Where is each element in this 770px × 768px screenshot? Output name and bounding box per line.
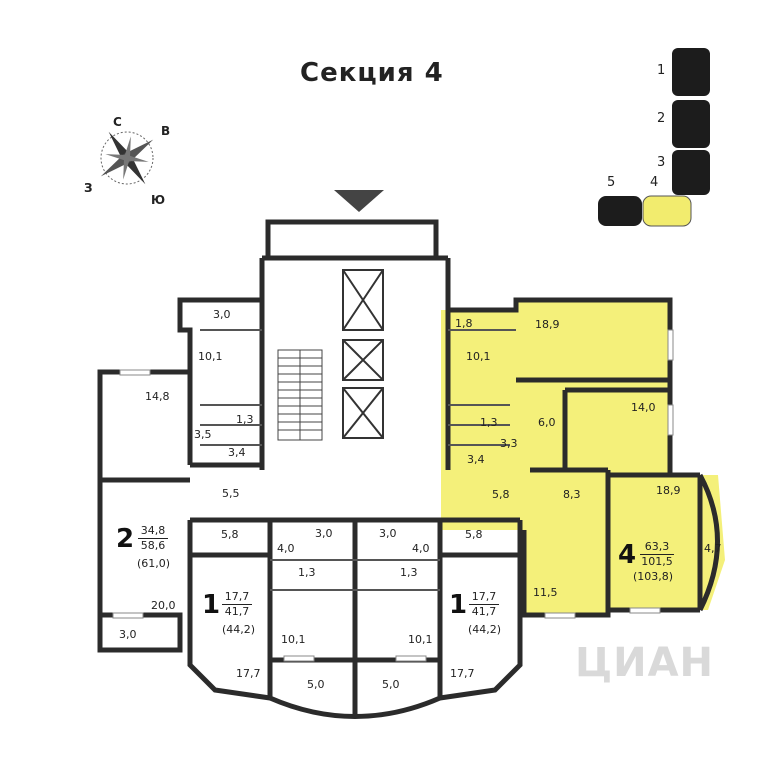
section-label-4: 4 (650, 175, 659, 190)
room-area: 4,7 (704, 542, 722, 555)
room-area: 10,1 (281, 633, 306, 646)
room-area: 5,8 (465, 528, 483, 541)
room-area: 5,5 (222, 487, 240, 500)
apartment-4-areas: 63,3 101,5 (640, 540, 674, 569)
apartment-1-left-total-alt: (44,2) (222, 623, 256, 636)
apartment-4-total: 101,5 (641, 555, 673, 568)
apartment-2-total-alt: (61,0) (137, 557, 171, 570)
apartment-4-rooms: 4 (618, 540, 637, 570)
room-area: 5,8 (221, 528, 239, 541)
room-area: 4,0 (412, 542, 430, 555)
apartment-1-right-areas: 17,7 41,7 (469, 590, 499, 619)
room-area: 4,0 (277, 542, 295, 555)
elevators (342, 269, 384, 439)
apartment-1-right-rooms: 1 (449, 590, 468, 620)
room-area: 11,5 (533, 586, 558, 599)
section-label-1: 1 (657, 63, 666, 78)
room-area: 14,0 (631, 401, 656, 414)
apartment-1-right-total: 41,7 (471, 605, 497, 618)
compass-east-label: В (161, 124, 171, 138)
apartment-1-right-living: 17,7 (469, 590, 499, 605)
apartment-1-left-areas: 17,7 41,7 (222, 590, 252, 619)
apartment-1-right-total-alt: (44,2) (468, 623, 502, 636)
apartment-1-left-living: 17,7 (222, 590, 252, 605)
walls (97, 219, 720, 719)
room-area: 5,0 (307, 678, 325, 691)
room-area: 18,9 (535, 318, 560, 331)
apartment-4-total-alt: (103,8) (633, 570, 674, 583)
section-key-map (598, 48, 710, 227)
room-area: 17,7 (236, 667, 261, 680)
watermark: ЦИАН (575, 640, 715, 686)
room-area: 10,1 (466, 350, 491, 363)
room-area: 1,3 (298, 566, 316, 579)
room-area: 3,0 (213, 308, 231, 321)
section-label-3: 3 (657, 155, 666, 170)
room-area: 18,9 (656, 484, 681, 497)
room-area: 5,0 (382, 678, 400, 691)
compass-west-label: З (84, 181, 93, 195)
room-area: 14,8 (145, 390, 170, 403)
stairs (277, 349, 323, 441)
room-area: 3,0 (315, 527, 333, 540)
room-area: 3,3 (500, 437, 518, 450)
apartment-2-rooms: 2 (116, 524, 135, 554)
room-area: 1,3 (400, 566, 418, 579)
room-area: 10,1 (408, 633, 433, 646)
room-area: 17,7 (450, 667, 475, 680)
room-area: 3,5 (194, 428, 212, 441)
apartment-2-areas: 34,8 58,6 (138, 524, 168, 553)
room-area: 3,0 (379, 527, 397, 540)
room-area: 6,0 (538, 416, 556, 429)
room-area: 3,4 (228, 446, 246, 459)
compass-south-label: Ю (151, 193, 166, 207)
inner-walls (200, 329, 516, 591)
compass-north-label: С (113, 115, 122, 129)
room-area: 1,3 (236, 413, 254, 426)
apartment-4-living: 63,3 (640, 540, 674, 555)
apartment-2-total: 58,6 (140, 539, 166, 552)
section-label-2: 2 (657, 111, 666, 126)
room-area: 5,8 (492, 488, 510, 501)
room-area: 3,4 (467, 453, 485, 466)
entrance-arrow (334, 190, 384, 212)
room-area: 3,0 (119, 628, 137, 641)
room-area: 10,1 (198, 350, 223, 363)
room-area: 20,0 (151, 599, 176, 612)
apartment-1-left-rooms: 1 (202, 590, 221, 620)
compass-rose (100, 131, 154, 185)
room-area: 1,8 (455, 317, 473, 330)
room-area: 1,3 (480, 416, 498, 429)
room-area: 8,3 (563, 488, 581, 501)
apartment-1-left-total: 41,7 (224, 605, 250, 618)
page-title: Секция 4 (300, 58, 444, 88)
windows (112, 329, 674, 662)
section-label-5: 5 (607, 175, 616, 190)
apartment-2-living: 34,8 (138, 524, 168, 539)
